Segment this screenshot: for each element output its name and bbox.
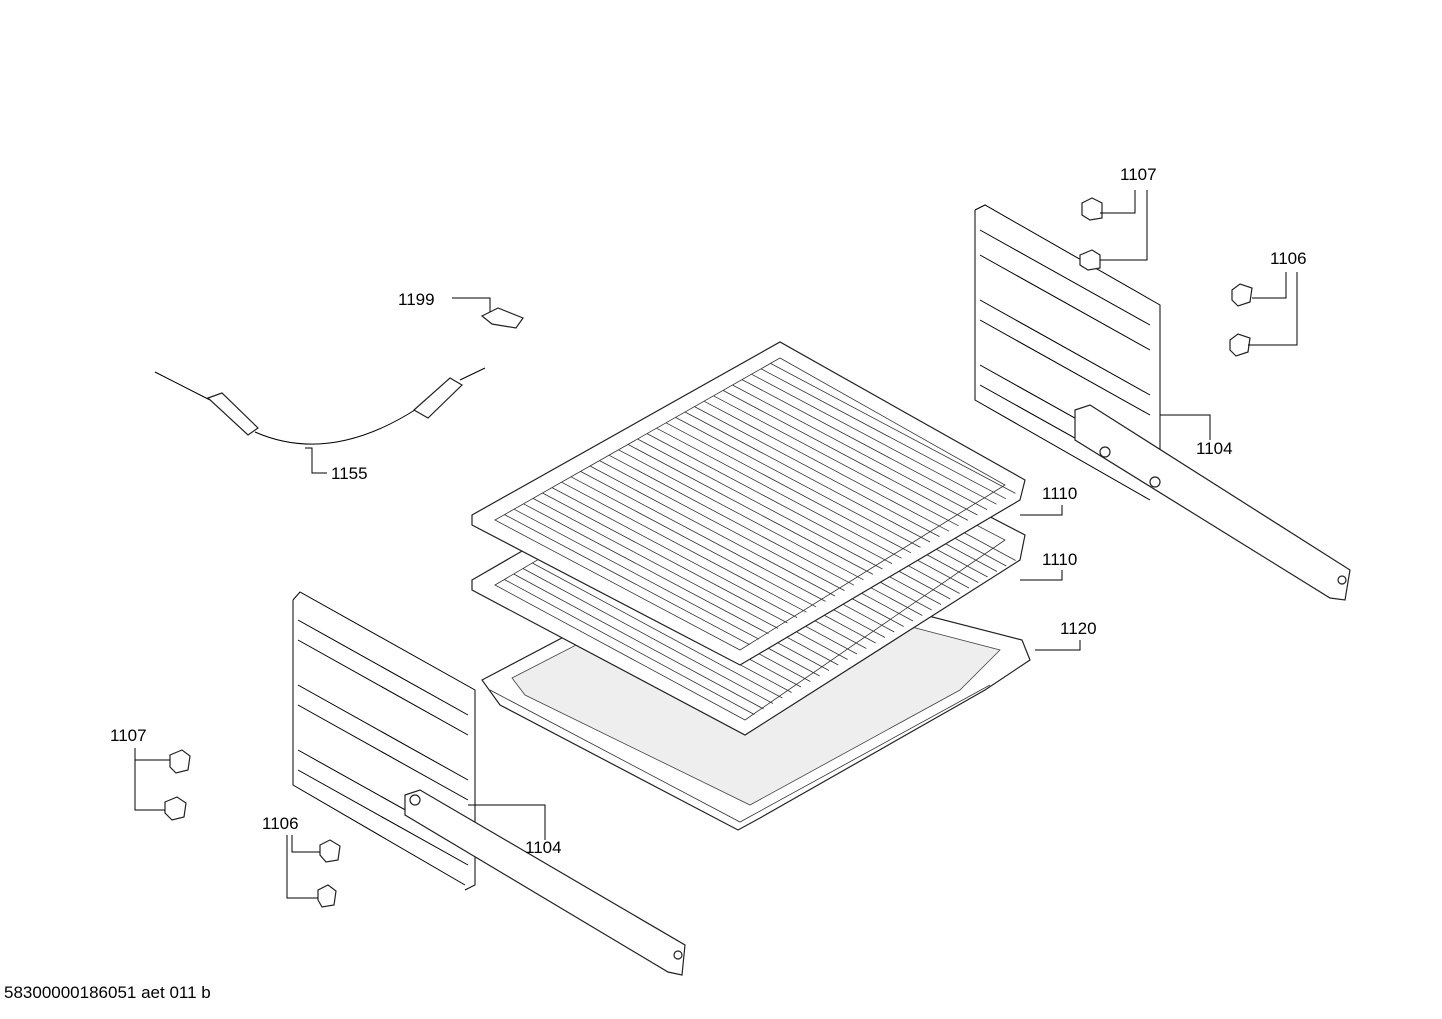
clip-1106-top-a — [1231, 283, 1253, 307]
part-label-1107-top: 1107 — [1120, 165, 1157, 184]
wire-shelf-1110-upper — [471, 341, 1026, 666]
shelf-wire — [608, 454, 855, 586]
leader-lines — [134, 190, 1298, 899]
clip-1107-left-a — [169, 749, 191, 774]
shelf-wire — [504, 579, 755, 715]
shelf-wire — [703, 400, 950, 532]
shelf-wire — [751, 373, 997, 505]
shelf-wire — [513, 573, 764, 710]
shelf-wire — [599, 460, 845, 591]
shelf-wire — [713, 395, 959, 527]
part-label-1104-right: 1104 — [1196, 439, 1233, 458]
part-label-1106-top: 1106 — [1270, 249, 1307, 268]
clip-1107-top-a — [1081, 197, 1103, 221]
shelf-wire — [741, 379, 988, 510]
part-label-1106-left: 1106 — [262, 814, 299, 833]
part-label-1110-upper: 1110 — [1042, 484, 1078, 503]
part-label-1120: 1120 — [1060, 619, 1097, 638]
shelf-wire — [684, 411, 931, 543]
shelf-wire — [504, 514, 750, 645]
shelf-wire — [551, 487, 798, 618]
rack-rail-1104-left — [292, 591, 686, 976]
shelf-wire — [665, 422, 912, 554]
shelf-wire — [522, 568, 774, 704]
temperature-probe-1155 — [154, 367, 486, 445]
part-label-1104-left: 1104 — [525, 838, 562, 857]
shelf-wire — [770, 363, 1016, 494]
shelf-wire — [513, 508, 760, 640]
drawing-reference-number: 58300000186051 aet 011 b — [4, 983, 211, 1002]
shelf-wire — [561, 481, 807, 613]
clip-1106-top-b — [1229, 333, 1251, 357]
shelf-wire — [542, 492, 788, 624]
clip-1199 — [480, 307, 524, 329]
part-label-1107-left: 1107 — [110, 726, 147, 745]
shelf-wire — [532, 562, 783, 699]
shelf-wire — [532, 498, 779, 629]
shelf-wire — [589, 465, 836, 597]
shelf-wire — [523, 503, 769, 635]
shelf-wire — [570, 476, 817, 608]
clip-1106-left-a — [319, 839, 341, 863]
clip-1107-left-b — [164, 796, 187, 821]
part-label-1155: 1155 — [331, 464, 368, 483]
clip-1107-top-b — [1079, 249, 1101, 271]
shelf-wire — [637, 438, 883, 570]
part-label-1110-lower: 1110 — [1042, 550, 1078, 569]
shelf-wire — [675, 417, 921, 548]
shelf-wire — [656, 427, 902, 559]
part-label-1199: 1199 — [398, 290, 435, 309]
shelf-wire — [694, 406, 940, 537]
shelf-wire — [618, 449, 864, 581]
shelf-wire — [646, 433, 893, 564]
rack-rail-1104-right — [974, 204, 1351, 601]
shelf-wire — [627, 444, 874, 575]
shelf-wire — [580, 471, 826, 602]
shelf-wire — [722, 390, 969, 521]
clip-1106-left-b — [317, 884, 337, 908]
shelf-wire — [732, 384, 978, 516]
shelf-wire — [760, 368, 1007, 500]
